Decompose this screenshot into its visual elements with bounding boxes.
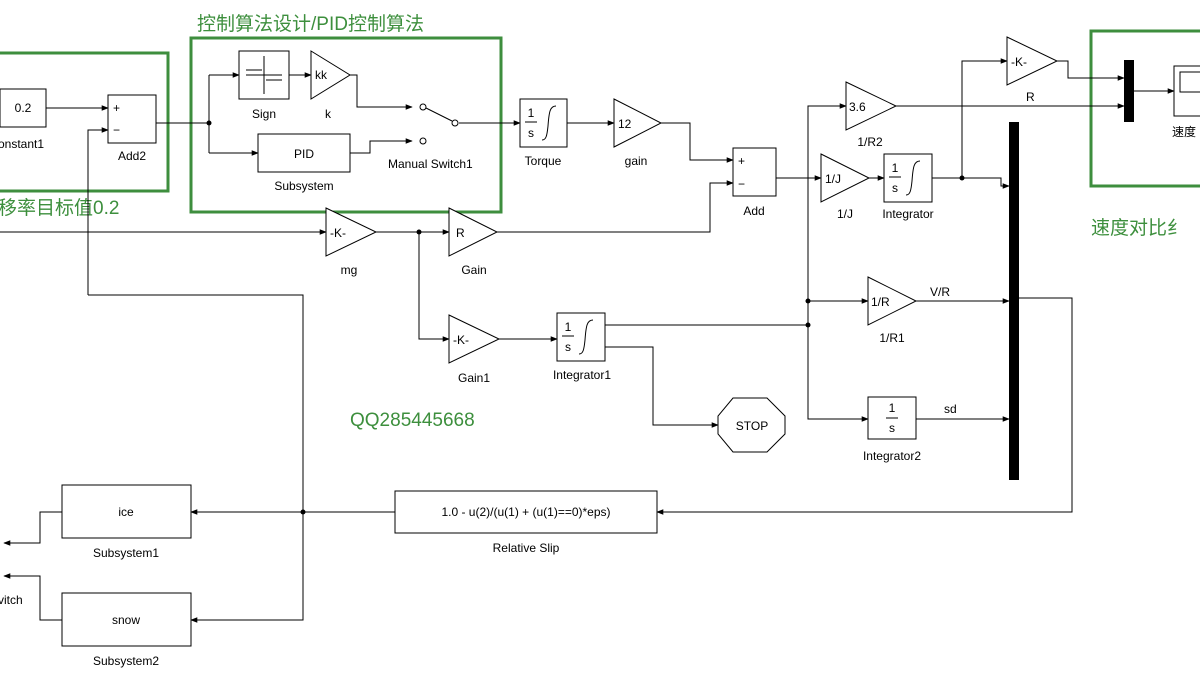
subsystem2-label: Subsystem2 (93, 654, 159, 668)
constant1-block[interactable]: 0.2 onstant1 (0, 88, 47, 151)
inverse-j-value: 1/J (825, 172, 841, 186)
slip-target-group-box (0, 51, 170, 193)
integral-icon (541, 105, 557, 141)
integrator-num: 1 (892, 161, 899, 175)
gain-12-block[interactable]: 12 gain (613, 98, 663, 168)
gain1-label: Gain1 (458, 371, 490, 385)
integrator1-block[interactable]: 1 s Integrator1 (553, 312, 611, 382)
constant1-label: onstant1 (0, 137, 44, 151)
integrator1-num: 1 (565, 320, 572, 334)
scope-label: 速度 (1172, 124, 1196, 139)
stop-block[interactable]: STOP (717, 397, 786, 453)
switch-lever-icon (425, 107, 453, 122)
integrator2-label: Integrator2 (863, 449, 921, 463)
r1-gain-value: 1/R (871, 295, 890, 309)
integrator-block[interactable]: 1 s Integrator (882, 153, 934, 221)
integrator2-num: 1 (889, 401, 896, 415)
add-block[interactable]: + − Add (732, 147, 777, 218)
top-k-gain-value: -K- (1011, 55, 1027, 69)
gain-r-label: Gain (461, 263, 486, 277)
integrator1-label: Integrator1 (553, 368, 611, 382)
watermark-qq: QQ285445668 (350, 410, 475, 431)
gain1-block[interactable]: -K- Gain1 (448, 314, 501, 385)
subsystem1-value: ice (118, 505, 134, 519)
mg-gain-value: -K- (330, 226, 346, 240)
mg-gain-block[interactable]: -K- mg (325, 207, 378, 277)
k-gain-label: k (325, 107, 332, 121)
mg-gain-label: mg (341, 263, 358, 277)
signal-label-v-over-r: V/R (930, 285, 950, 299)
stop-sign-icon (717, 397, 786, 453)
integrator-label: Integrator (882, 207, 933, 221)
gain-12-value: 12 (618, 117, 632, 131)
manual-switch-block[interactable]: Manual Switch1 (388, 103, 473, 171)
pid-subsystem-label: Subsystem (274, 179, 333, 193)
signal-lines (0, 58, 1175, 623)
subsystem2-value: snow (112, 613, 140, 627)
scope-icon (1179, 71, 1200, 93)
top-k-gain-block[interactable]: -K- (1006, 36, 1059, 86)
sign-label: Sign (252, 107, 276, 121)
add-port-plus: + (738, 154, 745, 168)
integrator1-den: s (565, 340, 571, 354)
gain-r-value: R (456, 226, 465, 240)
add-port-minus: − (738, 177, 745, 191)
relative-slip-label: Relative Slip (493, 541, 560, 555)
integral-icon (578, 319, 594, 355)
sign-block[interactable]: Sign (238, 50, 290, 121)
sign-icon (246, 56, 282, 94)
pid-subsystem-value: PID (294, 147, 314, 161)
r1-gain-label: 1/R1 (879, 331, 905, 345)
constant1-value: 0.2 (15, 101, 32, 115)
pid-group-title: 控制算法设计/PID控制算法 (197, 13, 424, 35)
r2-gain-value: 3.6 (849, 100, 866, 114)
pid-subsystem-block[interactable]: PID Subsystem (257, 133, 351, 193)
add2-port-minus: − (113, 123, 120, 137)
k-gain-value: kk (315, 68, 328, 82)
torque-block[interactable]: 1 s Torque (519, 98, 568, 168)
scope-block[interactable]: 速度 (1172, 65, 1200, 139)
main-mux-block[interactable] (1009, 122, 1019, 480)
gain-12-label: gain (625, 154, 648, 168)
subsystem2-block[interactable]: snow Subsystem2 (61, 592, 192, 668)
signal-label-sd: sd (944, 402, 957, 416)
r1-gain-block[interactable]: 1/R 1/R1 (867, 276, 918, 345)
gain1-value: -K- (453, 333, 469, 347)
speed-compare-caption: 速度对比纟 (1091, 217, 1186, 239)
relative-slip-block[interactable]: 1.0 - u(2)/(u(1) + (u(1)==0)*eps) Relati… (394, 490, 658, 555)
torque-num: 1 (528, 106, 535, 120)
integrator-den: s (892, 181, 898, 195)
integrator2-block[interactable]: 1 s Integrator2 (863, 396, 921, 463)
subsystem1-block[interactable]: ice Subsystem1 (61, 484, 192, 560)
integral-icon (905, 160, 921, 196)
add2-block[interactable]: + − Add2 (107, 94, 157, 163)
speed-compare-group-box (1089, 29, 1200, 188)
r2-gain-label: 1/R2 (857, 135, 883, 149)
switch-label: vitch (0, 593, 23, 607)
add-label: Add (743, 204, 764, 218)
junction-dots (206, 120, 965, 515)
manual-switch-label: Manual Switch1 (388, 157, 473, 171)
slip-target-caption: 移率目标值0.2 (0, 197, 119, 219)
gain-r-block[interactable]: R Gain (448, 207, 499, 277)
k-gain-block[interactable]: kk k (310, 50, 351, 121)
relative-slip-expression: 1.0 - u(2)/(u(1) + (u(1)==0)*eps) (441, 505, 610, 519)
scope-mux-block[interactable] (1124, 60, 1134, 122)
inverse-j-block[interactable]: 1/J 1/J (820, 153, 871, 221)
r2-gain-block[interactable]: 3.6 1/R2 (845, 81, 898, 149)
stop-value: STOP (736, 419, 768, 433)
signal-label-r: R (1026, 90, 1035, 104)
pid-control-group-box (189, 36, 503, 214)
subsystem1-label: Subsystem1 (93, 546, 159, 560)
integrator2-den: s (889, 421, 895, 435)
add2-label: Add2 (118, 149, 146, 163)
torque-den: s (528, 126, 534, 140)
inverse-j-label: 1/J (837, 207, 853, 221)
add2-port-plus: + (113, 101, 120, 115)
torque-label: Torque (525, 154, 562, 168)
